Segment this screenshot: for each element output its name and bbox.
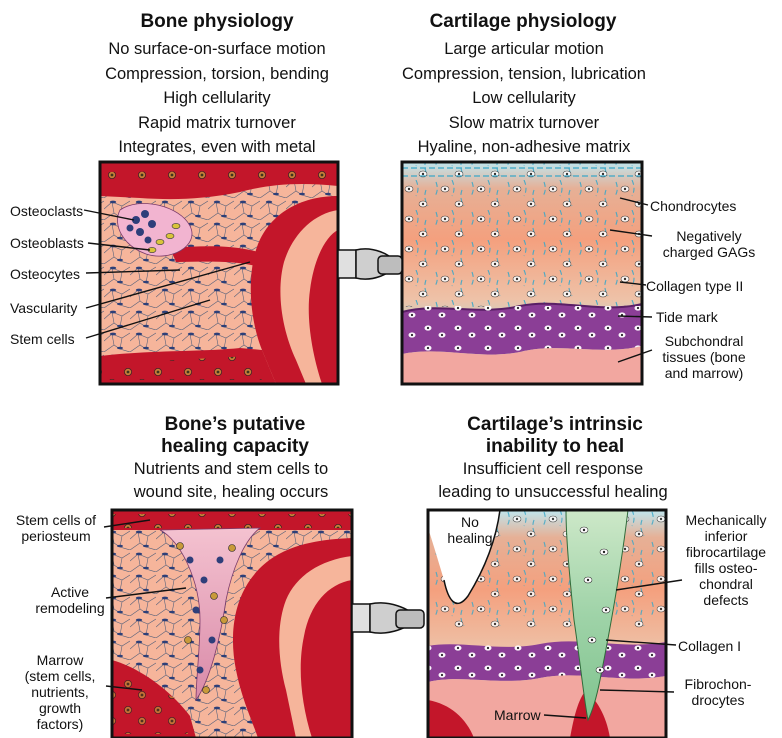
label-fibro-2: drocytes <box>670 692 766 708</box>
cartilage-physiology-text: Large articular motion Compression, tens… <box>372 37 676 160</box>
bone-healing-line-2: wound site, healing occurs <box>96 481 366 504</box>
bone-healing-panel <box>112 510 352 738</box>
label-fibro-1: Fibrochon- <box>670 676 766 692</box>
cartilage-healing-heading-1: Cartilage’s intrinsic <box>420 414 690 436</box>
cartilage-healing-line-2: leading to unsuccessful healing <box>408 481 698 504</box>
label-gags: Negatively charged GAGs <box>650 228 768 260</box>
label-no-healing: No healing <box>440 514 500 546</box>
label-osteocytes: Osteocytes <box>10 266 80 282</box>
cartilage-healing-heading: Cartilage’s intrinsic inability to heal <box>420 414 690 458</box>
bone-healing-text: Nutrients and stem cells to wound site, … <box>96 458 366 504</box>
cartilage-healing-line-1: Insufficient cell response <box>408 458 698 481</box>
label-inferior-6: defects <box>672 592 780 608</box>
bone-healing-heading-2: healing capacity <box>104 436 366 458</box>
label-marrow-right: Marrow <box>494 707 541 723</box>
cartilage-physiology-heading: Cartilage physiology <box>390 11 656 33</box>
cart-line-3: Low cellularity <box>372 86 676 111</box>
label-marrow-left-5: factors) <box>14 716 106 732</box>
label-fibrochondrocytes: Fibrochon- drocytes <box>670 676 766 708</box>
label-collagen-ii: Collagen type II <box>646 278 743 294</box>
label-osteoclasts: Osteoclasts <box>10 203 83 219</box>
bone-healing-heading-1: Bone’s putative <box>104 414 366 436</box>
bone-line-5: Integrates, even with metal <box>76 135 358 160</box>
cartilage-panel <box>402 162 642 384</box>
label-fibrocartilage: Mechanically inferior fibrocartilage fil… <box>672 512 780 608</box>
bone-healing-heading: Bone’s putative healing capacity <box>104 414 366 458</box>
label-inferior-4: fills osteo- <box>672 560 780 576</box>
bone-healing-line-1: Nutrients and stem cells to <box>96 458 366 481</box>
label-inferior-1: Mechanically <box>672 512 780 528</box>
joint-connector-top <box>338 249 402 279</box>
label-marrow-left-1: Marrow <box>14 652 106 668</box>
cart-line-2: Compression, tension, lubrication <box>372 62 676 87</box>
label-vascularity: Vascularity <box>10 300 77 316</box>
label-no-healing-2: healing <box>440 530 500 546</box>
bone-line-4: Rapid matrix turnover <box>76 111 358 136</box>
label-periosteum-1: Stem cells of <box>6 512 106 528</box>
label-tide-mark: Tide mark <box>656 309 718 325</box>
bone-line-3: High cellularity <box>76 86 358 111</box>
bone-line-1: No surface-on-surface motion <box>76 37 358 62</box>
cartilage-healing-text: Insufficient cell response leading to un… <box>408 458 698 504</box>
label-inferior-3: fibrocartilage <box>672 544 780 560</box>
label-inferior-5: chondral <box>672 576 780 592</box>
label-remodel-2: remodeling <box>30 600 110 616</box>
cart-line-1: Large articular motion <box>372 37 676 62</box>
label-remodel-1: Active <box>30 584 110 600</box>
label-marrow-left-3: nutrients, <box>14 684 106 700</box>
bone-physiology-heading: Bone physiology <box>96 11 338 33</box>
bone-panel <box>100 162 338 384</box>
label-chondrocytes: Chondrocytes <box>650 198 736 214</box>
joint-connector-bottom <box>352 603 424 633</box>
label-marrow-left: Marrow (stem cells, nutrients, growth fa… <box>14 652 106 732</box>
label-no-healing-1: No <box>440 514 500 530</box>
cart-line-4: Slow matrix turnover <box>372 111 676 136</box>
label-collagen-i: Collagen I <box>678 638 741 654</box>
bone-line-2: Compression, torsion, bending <box>76 62 358 87</box>
label-subchondral: Subchondral tissues (bone and marrow) <box>652 333 756 381</box>
label-marrow-left-4: growth <box>14 700 106 716</box>
label-active-remodeling: Active remodeling <box>30 584 110 616</box>
label-periosteum: Stem cells of periosteum <box>6 512 106 544</box>
label-inferior-2: inferior <box>672 528 780 544</box>
label-stem-cells: Stem cells <box>10 331 75 347</box>
label-osteoblasts: Osteoblasts <box>10 235 84 251</box>
label-periosteum-2: periosteum <box>6 528 106 544</box>
cart-line-5: Hyaline, non-adhesive matrix <box>372 135 676 160</box>
bone-physiology-text: No surface-on-surface motion Compression… <box>76 37 358 160</box>
label-marrow-left-2: (stem cells, <box>14 668 106 684</box>
cartilage-healing-heading-2: inability to heal <box>420 436 690 458</box>
